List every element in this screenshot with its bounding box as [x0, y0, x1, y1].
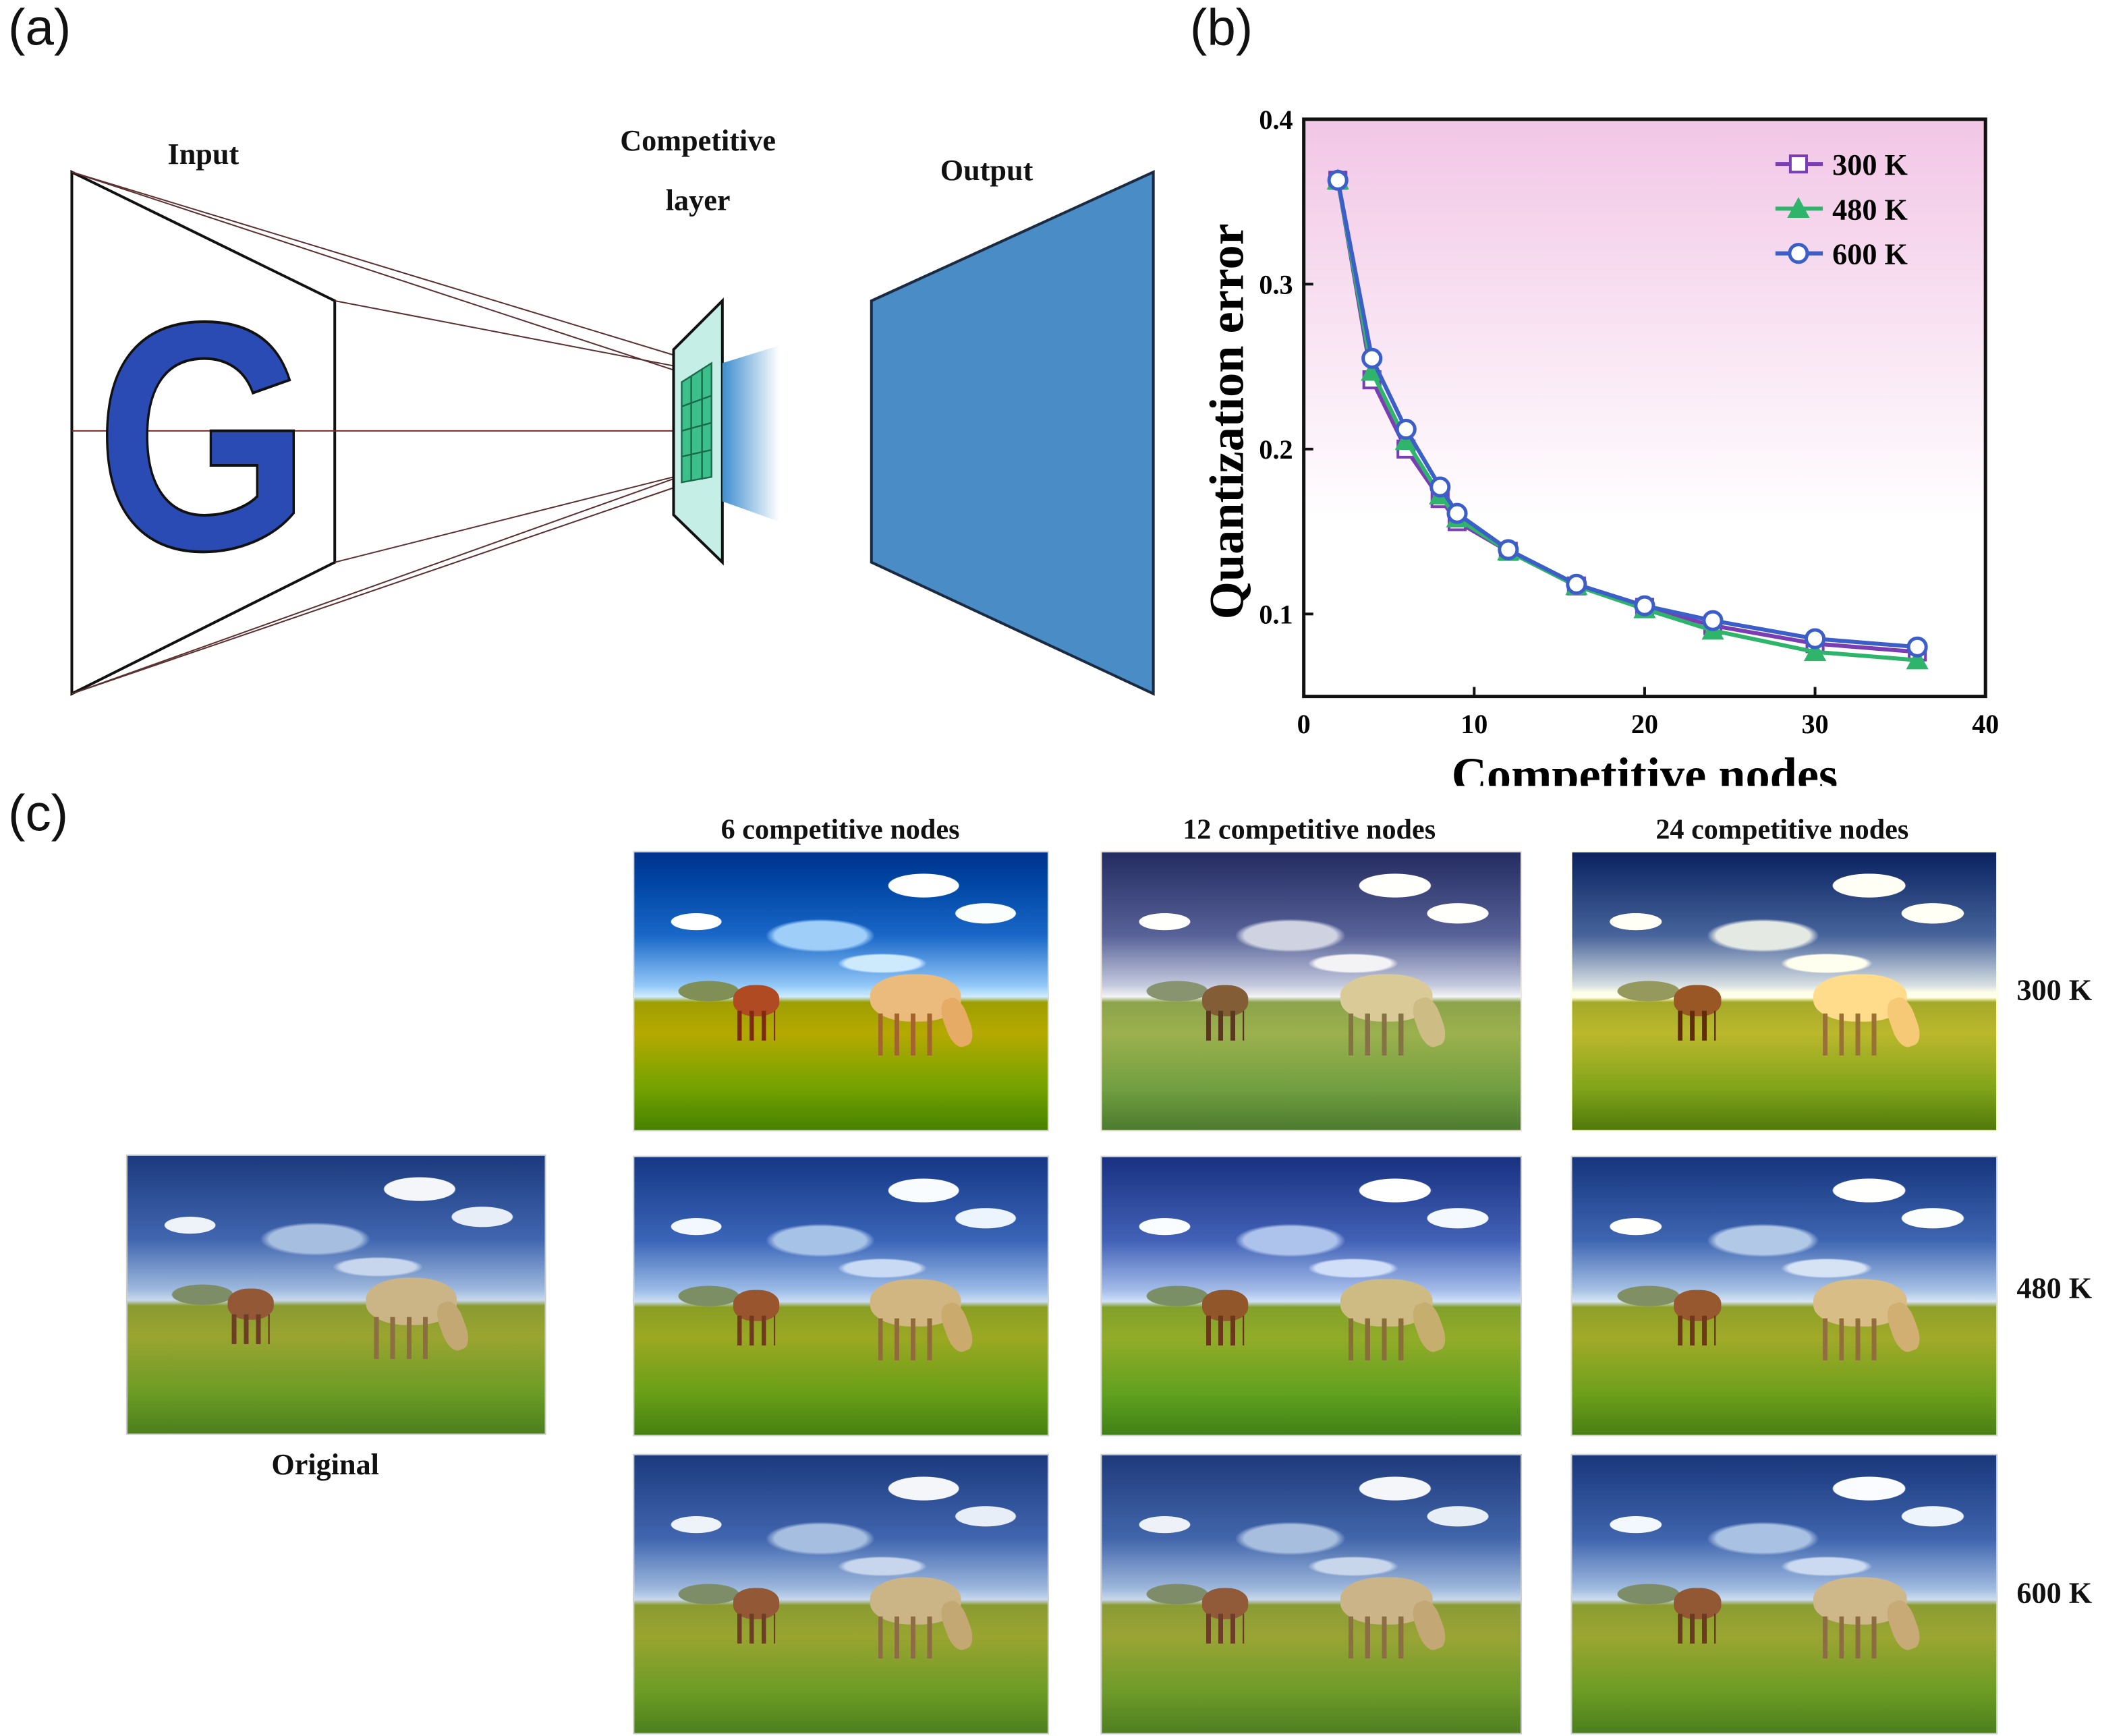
data-point-circle — [1788, 243, 1809, 264]
data-point-circle — [1634, 595, 1655, 616]
data-point-square — [1788, 154, 1809, 174]
x-tick-label: 40 — [1972, 709, 1999, 739]
column-header: 12 competitive nodes — [1183, 813, 1436, 846]
y-tick-label: 0.3 — [1259, 269, 1293, 299]
x-tick-label: 20 — [1631, 709, 1658, 739]
data-point-circle — [1906, 636, 1928, 658]
quantized-photo — [633, 850, 1049, 1132]
x-tick-label: 10 — [1461, 709, 1488, 739]
row-label: 300 K — [2016, 973, 2093, 1007]
row-label: 480 K — [2016, 1271, 2093, 1305]
original-photo — [125, 1154, 546, 1435]
column-header: 6 competitive nodes — [720, 813, 960, 846]
output-beam — [722, 345, 780, 522]
x-tick-label: 0 — [1297, 709, 1311, 739]
input-letter: G — [96, 254, 311, 618]
quantized-photo — [1570, 850, 1998, 1132]
data-point-circle — [1498, 539, 1519, 560]
panel-label-c: (c) — [8, 786, 69, 843]
output-plane — [870, 170, 1155, 696]
y-tick-label: 0.4 — [1259, 105, 1293, 135]
data-point-triangle — [1787, 197, 1810, 218]
som-diagram: G — [70, 169, 1155, 696]
quantized-photo — [1570, 1453, 1998, 1735]
data-point-circle — [1702, 610, 1724, 631]
competitive-layer-label-2: layer — [665, 183, 731, 217]
quantized-photo — [1100, 1155, 1523, 1437]
data-point-circle — [1804, 628, 1826, 649]
data-point-triangle — [1803, 640, 1827, 662]
data-point-circle — [1429, 476, 1451, 498]
column-header: 24 competitive nodes — [1655, 813, 1909, 846]
original-label: Original — [271, 1447, 379, 1481]
data-point-circle — [1395, 418, 1417, 440]
panel-label-b: (b) — [1189, 0, 1253, 57]
projection-lines — [72, 171, 694, 695]
competitive-layer-label: Competitive — [620, 123, 776, 158]
panel-label-a: (a) — [8, 0, 72, 57]
input-label: Input — [167, 136, 239, 171]
competitive-nodes-grid — [681, 361, 712, 484]
legend-label: 300 K — [1832, 148, 1908, 181]
quantized-photo — [1570, 1155, 1998, 1437]
quantized-photo — [633, 1155, 1049, 1437]
data-point-triangle — [1906, 648, 1929, 670]
legend-label: 600 K — [1832, 238, 1908, 271]
data-point-circle — [1361, 347, 1383, 369]
data-point-circle — [1566, 573, 1587, 595]
x-tick-label: 30 — [1801, 709, 1828, 739]
output-label: Output — [940, 153, 1033, 187]
quantized-photo — [633, 1453, 1049, 1735]
y-axis-label: Quantization error — [1199, 223, 1253, 619]
data-point-circle — [1327, 169, 1349, 191]
quantized-photo — [1100, 850, 1523, 1132]
quantized-photo — [1100, 1453, 1523, 1735]
row-label: 600 K — [2016, 1575, 2093, 1610]
data-point-circle — [1446, 502, 1468, 524]
legend-label: 480 K — [1832, 193, 1908, 226]
y-tick-label: 0.1 — [1259, 599, 1293, 629]
y-tick-label: 0.2 — [1259, 434, 1293, 465]
x-axis-label: Competitive nodes — [1452, 748, 1838, 786]
